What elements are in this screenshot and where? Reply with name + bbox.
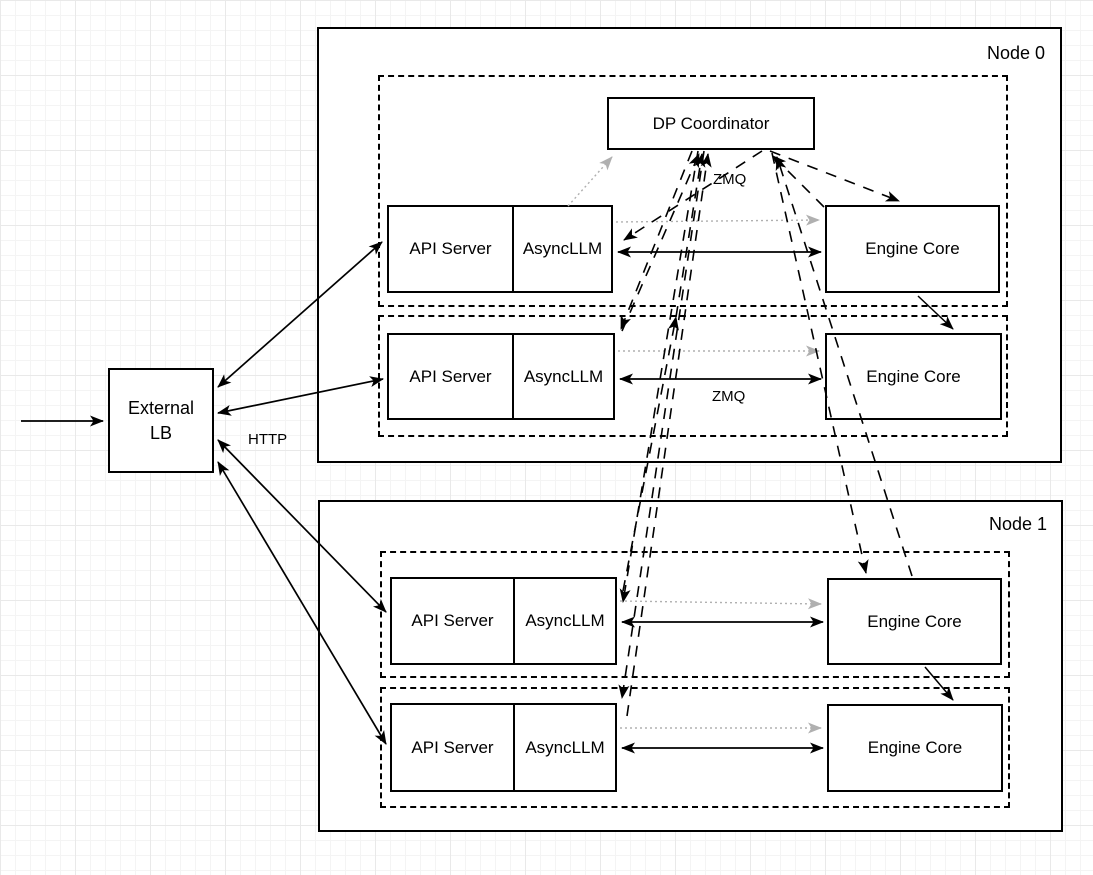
node1-row2-engine-core-label: Engine Core [867, 738, 963, 757]
node0-label: Node 0 [986, 43, 1045, 63]
node0-row2-apiserver-asyncllm-box: API Server AsyncLLM [387, 333, 615, 420]
node1-row2-apiserver-asyncllm-box: API Server AsyncLLM [390, 703, 617, 792]
node0-row1-api-server-label: API Server [409, 239, 492, 258]
node1-row2-asyncllm-label: AsyncLLM [525, 737, 605, 757]
node0-row1-engine-core-box: Engine Core [825, 205, 1000, 293]
node1-row1-asyncllm-label: AsyncLLM [525, 611, 605, 630]
zmq-top-edge-label: ZMQ [713, 171, 747, 188]
http-edge-label: HTTP [248, 431, 288, 448]
node0-row1-apiserver-asyncllm-box: API Server AsyncLLM [387, 205, 613, 293]
node0-row1-engine-core-label: Engine Core [865, 239, 960, 258]
node1-row1-engine-core-box: Engine Core [827, 578, 1002, 665]
node1-row1-api-server-label: API Server [411, 611, 494, 630]
node1-row2-api-server-label: API Server [411, 737, 494, 757]
node0-row1-asyncllm: AsyncLLM [514, 207, 611, 291]
node0-row2-api-server: API Server [389, 335, 514, 418]
external-lb-label-line2: LB [149, 422, 173, 443]
dp-coordinator-box: DP Coordinator [607, 97, 815, 150]
node1-row2-engine-core-box: Engine Core [827, 704, 1003, 792]
node0-row2-engine-core-label: Engine Core [866, 366, 961, 386]
zmq-row2-edge-label: ZMQ [712, 388, 746, 405]
node1-row1-apiserver-asyncllm-box: API Server AsyncLLM [390, 577, 617, 665]
node1-label: Node 1 [988, 514, 1047, 534]
external-lb-box: External LB [108, 368, 214, 473]
node0-row1-asyncllm-label: AsyncLLM [522, 239, 603, 258]
node0-row1-api-server: API Server [389, 207, 514, 291]
node0-row2-api-server-label: API Server [409, 366, 492, 386]
node0-row2-engine-core-box: Engine Core [825, 333, 1002, 420]
node1-row2-asyncllm: AsyncLLM [515, 705, 615, 790]
external-lb-label-line1: External [127, 398, 195, 419]
node0-row2-asyncllm: AsyncLLM [514, 335, 613, 418]
node1-row1-api-server: API Server [392, 579, 515, 663]
node1-row2-api-server: API Server [392, 705, 515, 790]
node1-row1-engine-core-label: Engine Core [867, 611, 962, 631]
node0-row2-asyncllm-label: AsyncLLM [523, 366, 604, 386]
dp-coordinator-label: DP Coordinator [652, 113, 770, 133]
node1-row1-asyncllm: AsyncLLM [515, 579, 615, 663]
